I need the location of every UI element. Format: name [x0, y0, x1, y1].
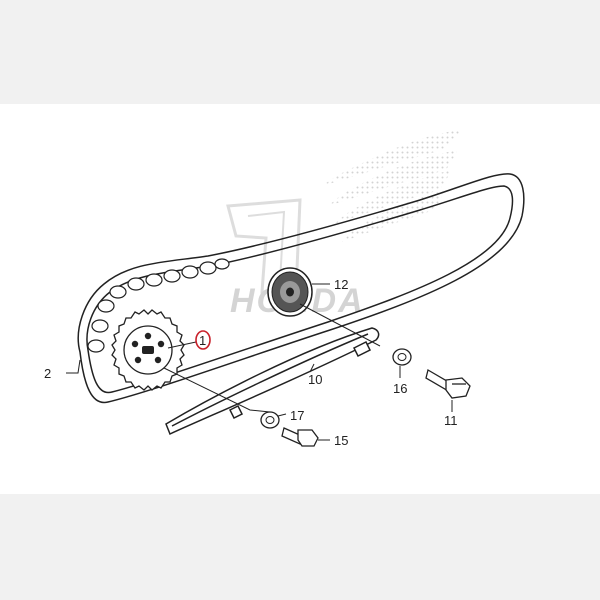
- sprocket: [111, 309, 185, 391]
- selected-part-highlight: [195, 330, 211, 350]
- callout-17[interactable]: 17: [290, 408, 304, 423]
- honda-wing-watermark: [226, 130, 462, 294]
- tensioner-roller: [267, 267, 313, 317]
- callout-2[interactable]: 2: [44, 366, 51, 381]
- washer-16: [392, 348, 412, 366]
- callout-1[interactable]: 1: [199, 333, 206, 348]
- bolt-11: [425, 369, 471, 399]
- washer-17: [260, 411, 280, 429]
- callout-15[interactable]: 15: [334, 433, 348, 448]
- drive-chain: [77, 173, 525, 404]
- callout-12[interactable]: 12: [334, 277, 348, 292]
- chain-links: [87, 258, 230, 353]
- bolt-15: [281, 427, 319, 447]
- chain-guide: [165, 327, 380, 436]
- callout-16[interactable]: 16: [393, 381, 407, 396]
- callout-11[interactable]: 11: [444, 413, 458, 428]
- callout-10[interactable]: 10: [308, 372, 322, 387]
- leader-lines: [66, 283, 453, 441]
